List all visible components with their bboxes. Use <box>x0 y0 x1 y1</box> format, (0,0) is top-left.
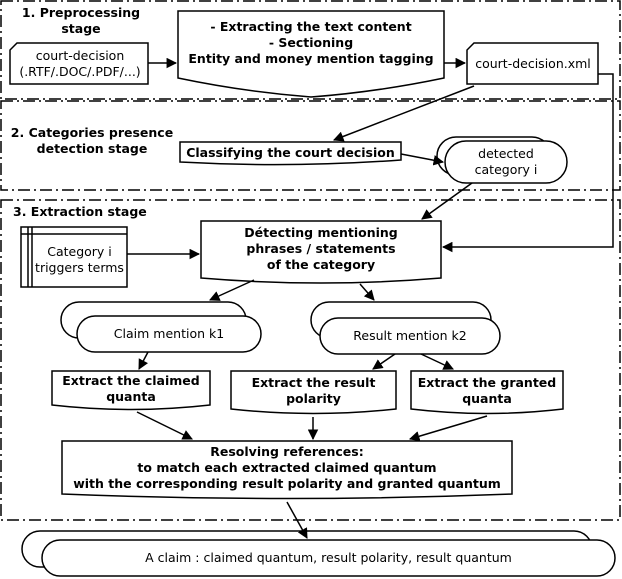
extract-polarity-shape <box>230 370 397 415</box>
claim-mention-shape <box>76 315 262 353</box>
extracting-process: - Extracting the text content - Sectioni… <box>188 19 434 66</box>
final-claim-shape <box>41 539 616 577</box>
classifying-decision: Classifying the court decision <box>186 145 395 160</box>
stage2-frame <box>0 100 621 191</box>
detecting-phrases: Détecting mentioning phrases / statement… <box>244 225 398 272</box>
extracting-process-shape <box>177 10 445 98</box>
extract-result-polarity: Extract the result polarity <box>251 375 376 406</box>
stage3-title: 3. Extraction stage <box>13 204 147 219</box>
stage1-frame <box>0 0 621 100</box>
final-claim: A claim : claimed quantum, result polari… <box>145 550 512 565</box>
extract-granted-shape <box>410 370 564 415</box>
resolving-shape <box>61 440 513 500</box>
result-mention-shape <box>319 317 501 355</box>
court-decision-xml-shape <box>466 42 599 85</box>
detected-category-shape <box>444 140 568 184</box>
extract-claimed-quanta: Extract the claimed quanta <box>62 373 200 404</box>
extract-granted-quanta: Extract the granted quanta <box>417 375 557 406</box>
detecting-phrases-shape <box>200 220 442 284</box>
flow-arrows <box>127 57 614 539</box>
stage1-title: 1. Preprocessing stage <box>21 5 141 36</box>
resolving-references: Resolving references: to match each extr… <box>73 444 501 491</box>
category-triggers-shape <box>20 226 128 288</box>
stage2-title: 2. Categories presence detection stage <box>10 125 174 156</box>
extract-claimed-shape <box>51 370 211 411</box>
court-decision-xml: court-decision.xml <box>475 55 591 71</box>
result-mention: Result mention k2 <box>353 328 467 343</box>
court-decision-input-shape <box>9 42 149 85</box>
stage3-frame <box>0 199 621 521</box>
court-decision-input: court-decision (.RTF/.DOC/.PDF/...) <box>19 48 141 79</box>
detected-category: detected category i <box>474 146 538 177</box>
claim-mention: Claim mention k1 <box>113 326 225 341</box>
classifying-shape <box>179 141 402 166</box>
category-triggers: Category i triggers terms <box>35 244 124 275</box>
